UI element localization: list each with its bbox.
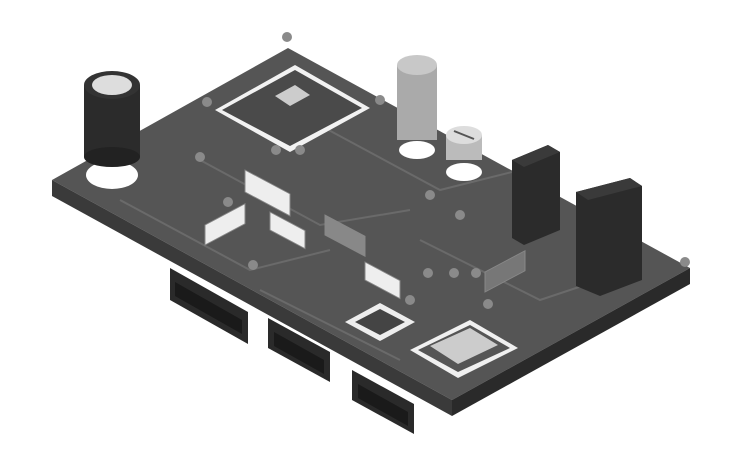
trucks <box>204 169 526 300</box>
display-module <box>345 303 415 341</box>
trimmer-potentiometer <box>446 126 482 181</box>
edge-connector-2 <box>268 318 330 382</box>
edge-connector-3 <box>352 370 414 434</box>
capacitor-dark <box>84 71 140 189</box>
edge-connector-1 <box>170 268 248 344</box>
pin-header-2 <box>576 178 642 296</box>
test-point-domes <box>195 32 690 309</box>
processor-heatsink <box>410 320 518 378</box>
capacitor-light <box>397 55 437 159</box>
pcb-board <box>52 48 690 416</box>
pin-header-1 <box>512 145 560 245</box>
microcontroller-chip <box>215 65 370 152</box>
